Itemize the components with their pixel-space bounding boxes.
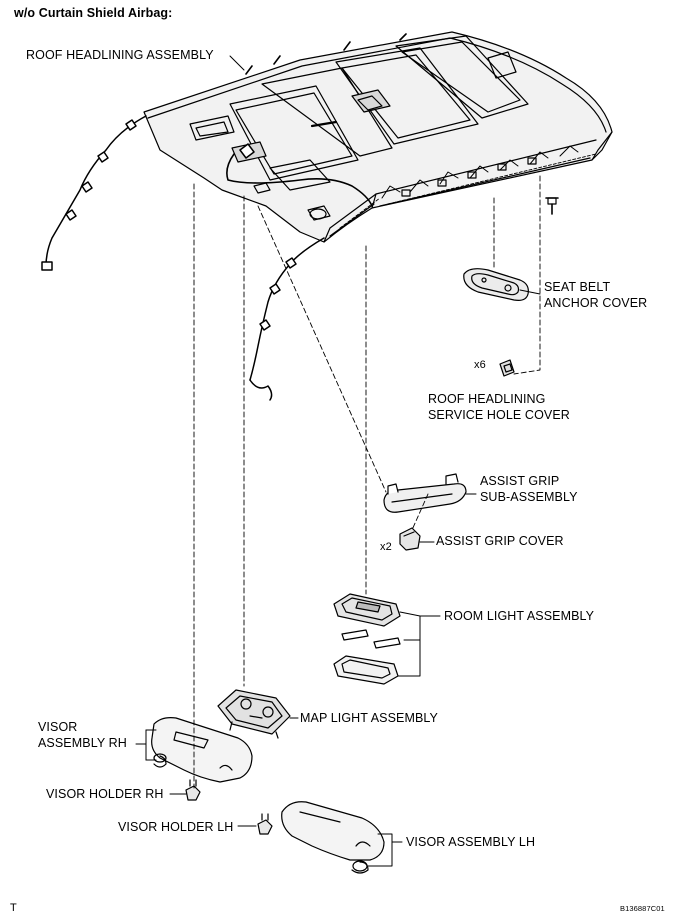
label-seat-belt-anchor-cover-line1: SEAT BELT [544, 280, 611, 294]
label-service-hole-cover-quantity: x6 [474, 359, 486, 371]
leader-lines [135, 55, 541, 867]
label-visor-assembly-rh-line1: VISOR [38, 720, 78, 734]
assist-grip-cover-part [399, 527, 421, 551]
label-visor-holder-rh: VISOR HOLDER RH [46, 787, 164, 801]
assist-grip-part [383, 473, 467, 513]
label-seat-belt-anchor-cover-line2: ANCHOR COVER [544, 296, 648, 310]
clip-fastener [545, 197, 559, 215]
roof-headlining-panel [143, 31, 613, 243]
figure-code: B136887C01 [620, 904, 665, 913]
service-hole-cover-part [499, 359, 515, 377]
alignment-lines [193, 175, 541, 789]
label-visor-assembly-rh-line2: ASSEMBLY RH [38, 736, 127, 750]
visor-rh-part [151, 717, 253, 783]
label-service-hole-cover-line1: ROOF HEADLINING [428, 392, 546, 406]
label-service-hole-cover-line2: SERVICE HOLE COVER [428, 408, 570, 422]
diagram-header: w/o Curtain Shield Airbag: [14, 6, 173, 20]
map-light-part [217, 689, 291, 739]
label-assist-grip-cover: ASSIST GRIP COVER [436, 534, 564, 548]
label-assist-grip-line2: SUB-ASSEMBLY [480, 490, 578, 504]
label-visor-assembly-lh: VISOR ASSEMBLY LH [406, 835, 536, 849]
footer-mark: T [10, 902, 17, 914]
label-room-light-assembly: ROOM LIGHT ASSEMBLY [444, 609, 595, 623]
label-assist-grip-line1: ASSIST GRIP [480, 474, 560, 488]
visor-holder-lh-part [257, 813, 273, 835]
room-light-part [333, 593, 401, 685]
label-visor-holder-lh: VISOR HOLDER LH [118, 820, 234, 834]
roof-wire-harness [41, 115, 373, 401]
visor-holder-rh-part [185, 779, 201, 801]
label-assist-grip-cover-quantity: x2 [380, 541, 392, 553]
visor-lh-part [281, 801, 385, 874]
label-map-light-assembly: MAP LIGHT ASSEMBLY [300, 711, 438, 725]
label-roof-headlining-assembly: ROOF HEADLINING ASSEMBLY [26, 48, 214, 62]
seat-belt-anchor-cover-part [463, 268, 529, 301]
